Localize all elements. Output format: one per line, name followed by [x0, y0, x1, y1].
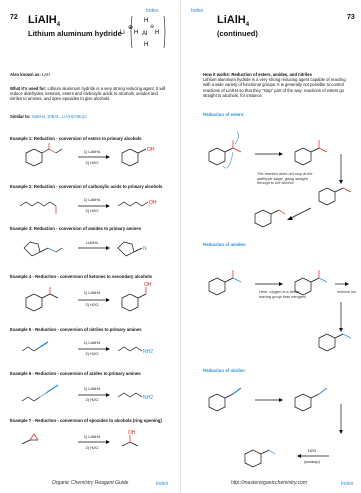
example-7-heading: Example 7 - Reduction - conversion of ep…	[10, 418, 162, 423]
example-6-scheme: NH2	[21, 384, 153, 402]
charge-minus: ⊖	[150, 24, 154, 30]
example-2-heading: Example 2: Reduction - conversion of car…	[10, 184, 163, 189]
product-label: OH	[147, 147, 155, 153]
workup-label: (workup)	[304, 459, 320, 464]
product-label: OH	[128, 430, 136, 436]
product-label: OH	[144, 282, 152, 288]
section-nitriles: Reduction of nitriles:	[203, 368, 246, 373]
product-label: N	[143, 246, 147, 252]
h-atom-top: H	[144, 18, 148, 24]
example-5-reagent-1: 1) LiAlH4	[83, 340, 101, 345]
left-page: 72 Index LiAlH4 Lithium aluminum hydride…	[0, 0, 180, 493]
li-atom: Li	[120, 30, 125, 36]
h-atom-bottom: H	[144, 42, 148, 48]
note-amides: Here, oxygen is a better leaving group t…	[259, 290, 307, 299]
example-5-heading: Example 5 - Reduction - conversion of ni…	[10, 327, 142, 332]
example-4-reagent-2: 2) H2O	[85, 302, 99, 307]
section-amides: Reduction of amides:	[203, 242, 247, 247]
example-1-reagent-1: 1) LiAlH4	[83, 149, 101, 154]
section-esters: Reduction of esters:	[203, 112, 245, 117]
example-7-reagent-2: 2) H2O	[85, 445, 99, 450]
page-subtitle: (continued)	[217, 29, 258, 38]
example-5-scheme: NH2	[21, 341, 153, 355]
what-used-for: What it's used for: Lithium aluminum hyd…	[10, 86, 166, 102]
similar-to: Similar to: NaBH4, DIBAL, LiAlH(OtBu)3	[10, 114, 87, 119]
example-4-heading: Example 4 - Reduction - conversion of ke…	[10, 274, 153, 279]
page-number: 73	[347, 14, 355, 21]
example-1-scheme: OH	[25, 143, 155, 167]
page-divider	[180, 0, 181, 493]
example-1-heading: Example 1: Reduction - conversion of est…	[10, 136, 142, 141]
example-2-reagent-2: 2) H2O	[85, 208, 99, 213]
footer-url[interactable]: http://masterorganicchemistry.com	[231, 480, 308, 486]
workup-reagent: H2O	[307, 448, 317, 453]
example-4-scheme: OH	[25, 282, 152, 312]
amide-mechanism	[208, 270, 352, 352]
ester-mechanism	[208, 131, 352, 228]
example-6-reagent-1: 1) LiAlH4	[83, 386, 101, 391]
example-2-scheme: OH	[19, 200, 157, 214]
footer-index-link[interactable]: Index	[341, 481, 354, 487]
h-atom-right: H	[155, 30, 159, 36]
product-label: OH	[149, 200, 157, 206]
iminium-label: iminium ion	[337, 290, 357, 294]
example-1-reagent-2: 2) H2O	[85, 160, 99, 165]
h-atom-left: H	[134, 30, 138, 36]
example-4-reagent-1: 1) LiAlH4	[83, 290, 101, 295]
charge-plus: ⊕	[128, 24, 133, 31]
product-label: NH2	[143, 395, 153, 401]
lialh4-structure: Li ⊕ H H Al H H ⊖	[120, 15, 166, 49]
nitrile-mechanism	[208, 387, 343, 468]
example-3-reagent-1: LiAlH4	[86, 240, 98, 245]
also-known-as: Also known as: LAH	[10, 72, 51, 77]
example-6-reagent-2: 2) H2O	[85, 397, 99, 402]
product-label: NH2	[143, 349, 153, 355]
page-title: LiAlH4	[28, 14, 61, 29]
footer-index-link[interactable]: Index	[156, 481, 169, 487]
example-2-reagent-1: 1) LiAlH4	[83, 197, 101, 202]
page-title: LiAlH4	[217, 14, 250, 29]
example-7-reagent-1: 1) LiAlH4	[83, 434, 101, 439]
example-5-reagent-2: 2) H2O	[85, 351, 99, 356]
index-link[interactable]: Index	[146, 8, 159, 14]
how-it-works: How it works: Reduction of esters, amide…	[203, 72, 346, 98]
page-subtitle: Lithium aluminum hydride	[28, 29, 122, 38]
al-atom: Al	[142, 31, 147, 37]
index-link[interactable]: Index	[191, 8, 204, 14]
note-esters: The reaction does not stop at the aldehy…	[257, 172, 313, 186]
example-6-heading: Example 6 - Reduction - conversion of az…	[10, 371, 141, 376]
right-page: Index 73 LiAlH4 (continued) How it works…	[181, 0, 361, 493]
example-3-heading: Example 3: Reduction - conversion of ami…	[10, 226, 142, 231]
example-3-scheme: N	[23, 241, 147, 257]
example-7-scheme: OH	[21, 430, 139, 447]
page-number: 72	[10, 14, 18, 21]
footer-title: Organic Chemistry Reagent Guide	[52, 480, 129, 486]
